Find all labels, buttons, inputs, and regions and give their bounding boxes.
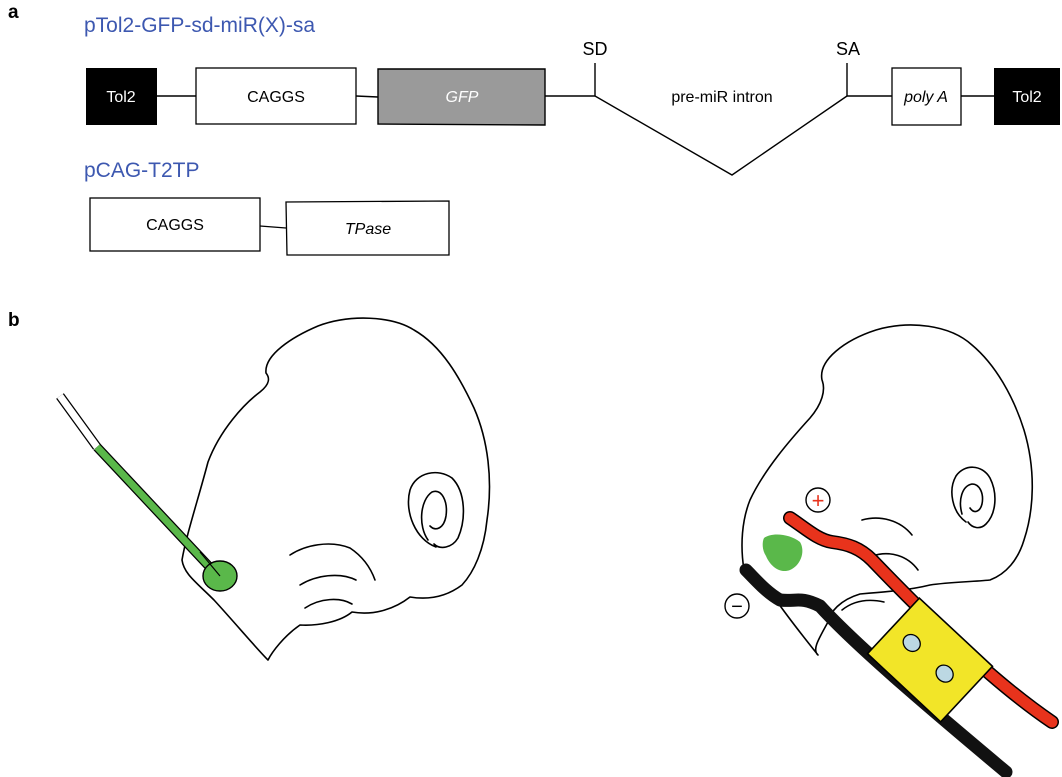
panel-b-letter: b xyxy=(8,310,20,331)
electroporated-region xyxy=(762,534,803,572)
holder-screw-1 xyxy=(902,633,921,653)
negative-marker-circle xyxy=(724,593,750,619)
tol2-left-label: Tol2 xyxy=(106,89,135,106)
polya-label: poly A xyxy=(903,89,948,106)
connector-line xyxy=(259,225,287,229)
holder-body xyxy=(866,596,994,724)
positive-marker-label: + xyxy=(812,488,825,513)
construct-title-pcag: pCAG-T2TP xyxy=(84,159,200,182)
holder-screw-2 xyxy=(935,664,954,683)
sa-label: SA xyxy=(836,39,860,59)
intron-splice-line xyxy=(594,95,848,176)
electrode-holder xyxy=(866,596,994,724)
ear-outer-right xyxy=(951,466,996,529)
pipette-tip-clear xyxy=(57,393,100,450)
pipette-body-dna xyxy=(94,444,221,579)
caggs-label: CAGGS xyxy=(247,89,305,106)
pipette-center-line xyxy=(199,551,221,577)
embryo-outline-2 xyxy=(741,324,1034,656)
tol2-left-box xyxy=(86,68,157,125)
ear-inner xyxy=(420,490,448,541)
branchial-arch-3 xyxy=(304,598,353,609)
tpase-label: TPase xyxy=(345,221,391,238)
construct-ptol2-diagram xyxy=(157,63,994,176)
micropipette xyxy=(56,393,222,580)
construct-title-ptol2: pTol2-GFP-sd-miR(X)-sa xyxy=(84,14,316,37)
caggs-box xyxy=(195,67,357,125)
ear-inner-right xyxy=(959,483,984,515)
ear-outer xyxy=(407,471,465,549)
intron-label: pre-miR intron xyxy=(671,89,772,106)
tol2-right-label: Tol2 xyxy=(1012,89,1041,106)
polya-box xyxy=(891,67,962,126)
sd-label: SD xyxy=(582,39,607,59)
negative-marker-label: − xyxy=(731,596,743,618)
panel-a-letter: a xyxy=(8,2,19,23)
caggs-box-2 xyxy=(89,197,261,252)
embryo-injection xyxy=(181,317,491,661)
tol2-right-box xyxy=(994,68,1060,125)
gfp-label: GFP xyxy=(446,89,479,106)
branchial-arch-1 xyxy=(289,543,376,581)
embryo-outline xyxy=(181,317,491,661)
positive-electrode-fill xyxy=(784,512,1058,728)
caggs-label-2: CAGGS xyxy=(146,217,204,234)
arch-1-right xyxy=(861,517,913,536)
gfp-box xyxy=(377,68,546,126)
positive-marker-circle xyxy=(805,487,831,513)
arch-3-right xyxy=(841,599,885,611)
tpase-box xyxy=(285,200,450,256)
branchial-arch-2 xyxy=(299,574,357,586)
connector-line xyxy=(355,95,379,98)
